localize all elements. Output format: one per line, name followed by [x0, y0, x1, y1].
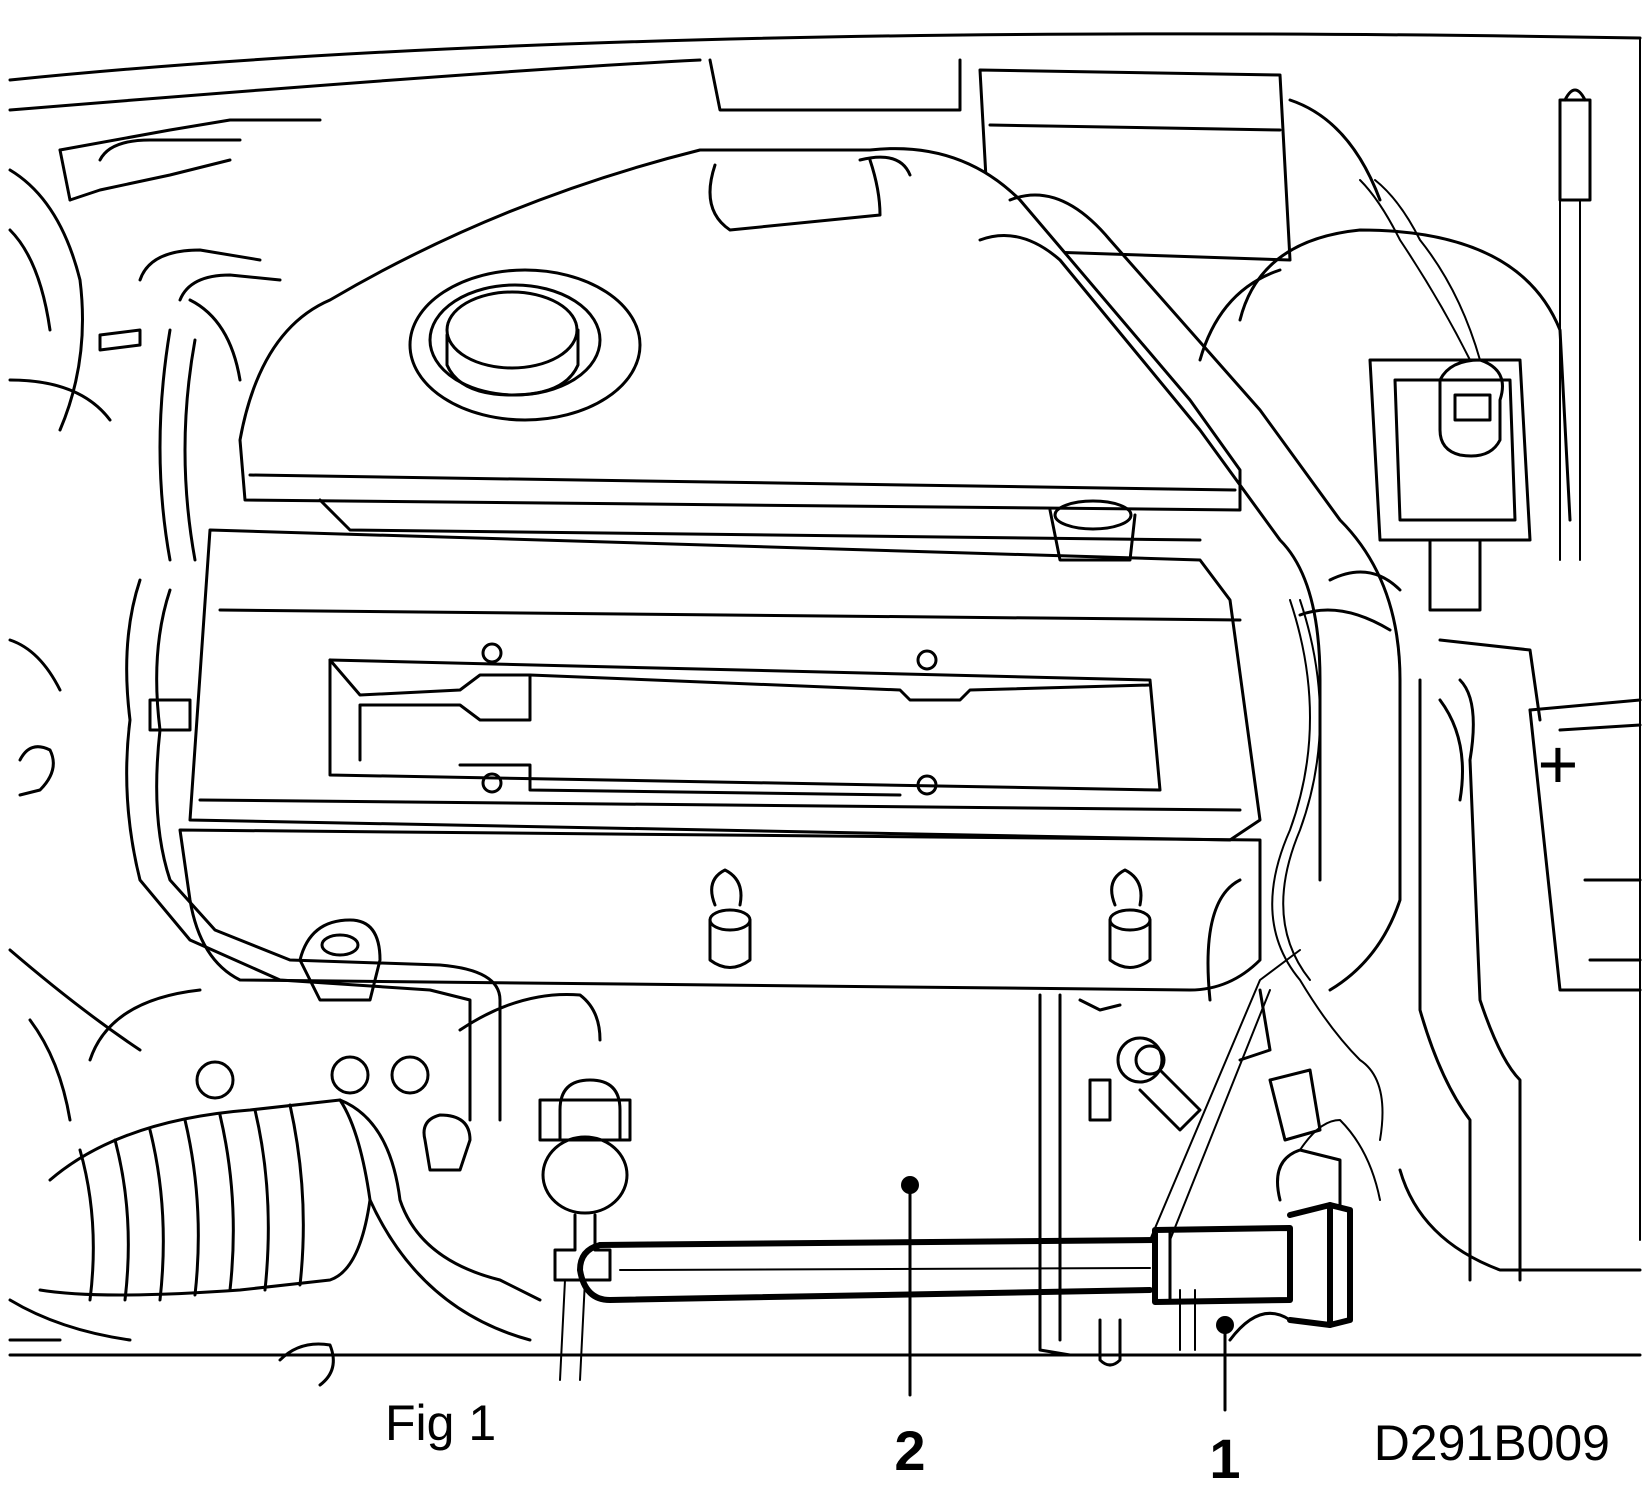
- hood-outline: [8, 32, 1642, 1241]
- corrugated-hose: [8, 1098, 542, 1387]
- engine-top-cover: [238, 147, 1242, 512]
- wiring-harness: [1149, 599, 1384, 1241]
- callout-2-leader: [901, 1176, 919, 1397]
- lower-left-components: [8, 578, 632, 1381]
- callout-1-leader: [1216, 1316, 1234, 1412]
- engine-bolts: [298, 868, 1152, 1002]
- callout-1-number: 1: [1209, 1427, 1240, 1490]
- fuel-line-component-2: [577, 1237, 1158, 1303]
- lower-frame: [8, 1168, 1642, 1357]
- brake-booster: [1198, 179, 1572, 612]
- figure-reference-code: D291B009: [1374, 1415, 1610, 1471]
- battery-plus-symbol: +: [1538, 725, 1579, 803]
- callout-2-number: 2: [894, 1419, 925, 1482]
- upper-left-hoses: [8, 118, 322, 562]
- left-edge-marks: [8, 638, 62, 797]
- sensor-component-1: [1152, 1068, 1381, 1328]
- intake-pipe: [858, 155, 1402, 992]
- valve-cover: [178, 498, 1262, 992]
- battery: [1418, 638, 1642, 1282]
- figure-caption: Fig 1: [385, 1395, 496, 1451]
- center-lower-components: [1038, 993, 1202, 1367]
